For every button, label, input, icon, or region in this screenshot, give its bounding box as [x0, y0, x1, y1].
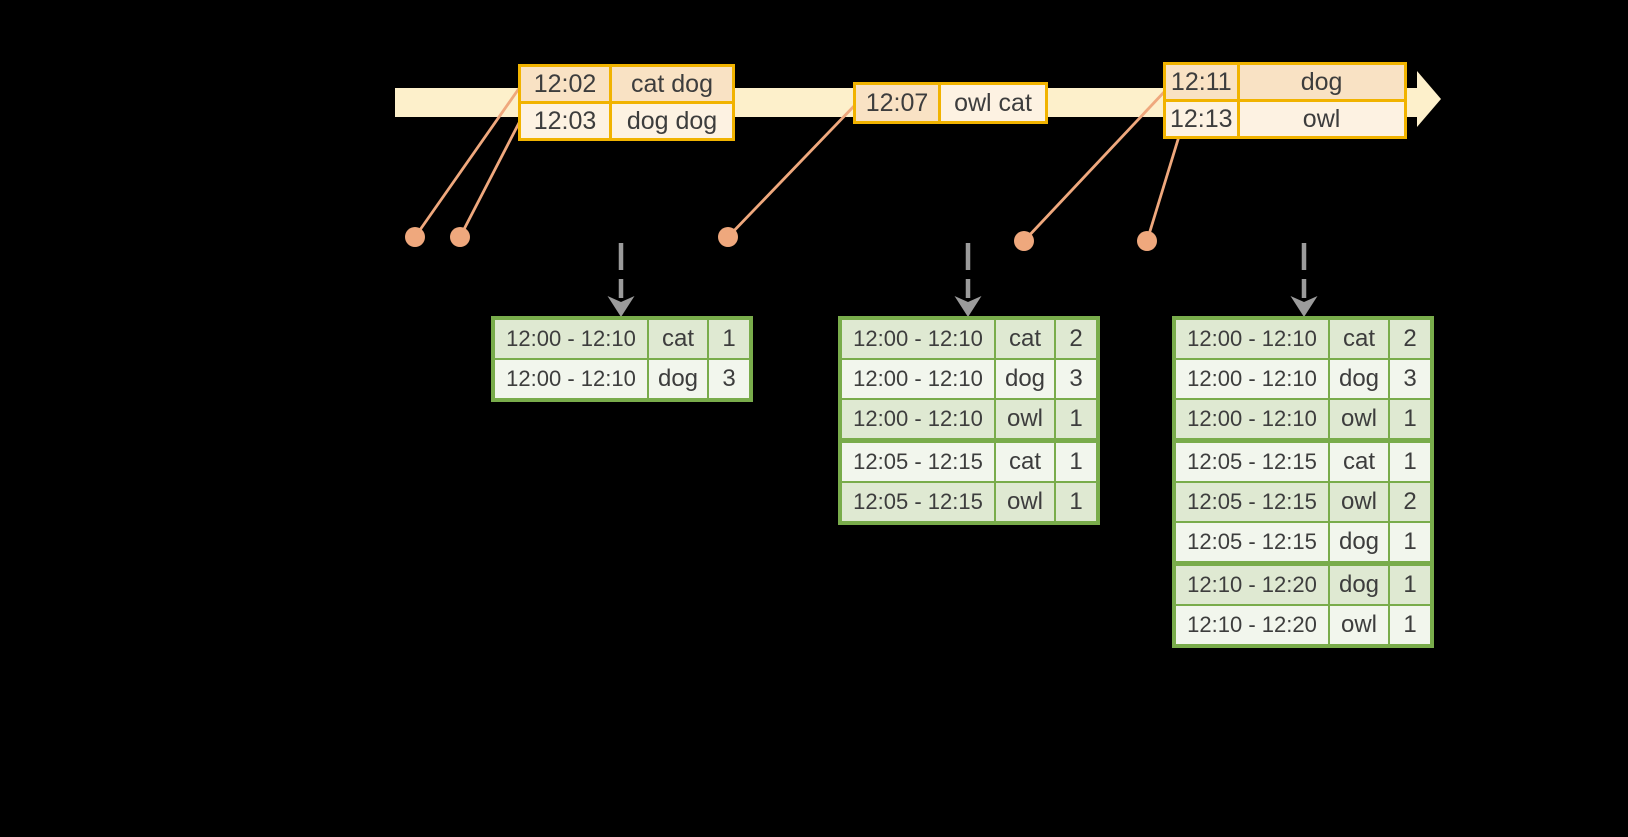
window-cell: 12:00 - 12:10 — [492, 358, 649, 401]
count-cell: 1 — [1054, 438, 1099, 483]
event-connector-line — [1145, 132, 1182, 242]
event-time-cell: 12:02 — [518, 64, 612, 104]
event-words-cell: cat dog — [609, 64, 735, 104]
count-cell: 1 — [707, 317, 752, 360]
window-cell: 12:05 - 12:15 — [1173, 438, 1330, 483]
trigger-arrow-head-icon — [954, 296, 982, 317]
event-time-dot — [1014, 231, 1034, 251]
window-cell: 12:10 - 12:20 — [1173, 561, 1330, 606]
window-cell: 12:05 - 12:15 — [1173, 481, 1330, 523]
word-cell: owl — [1328, 398, 1390, 442]
word-cell: cat — [994, 438, 1056, 483]
event-connector-line — [458, 120, 522, 238]
count-cell: 1 — [1388, 561, 1433, 606]
event-words-cell: owl cat — [938, 82, 1048, 124]
count-cell: 1 — [1388, 521, 1433, 565]
count-cell: 1 — [1054, 481, 1099, 524]
window-cell: 12:00 - 12:10 — [492, 317, 649, 360]
event-connector-line — [726, 103, 858, 238]
count-cell: 3 — [707, 358, 752, 401]
word-cell: owl — [1328, 481, 1390, 523]
word-cell: owl — [994, 398, 1056, 442]
event-time-cell: 12:11 — [1163, 62, 1240, 102]
word-cell: cat — [1328, 317, 1390, 360]
window-cell: 12:05 - 12:15 — [1173, 521, 1330, 565]
word-cell: cat — [1328, 438, 1390, 483]
event-time-dot — [1137, 231, 1157, 251]
count-cell: 1 — [1388, 438, 1433, 483]
event-words-cell: dog dog — [609, 101, 735, 141]
count-cell: 1 — [1054, 398, 1099, 442]
word-cell: owl — [1328, 604, 1390, 647]
timeline-arrowhead-icon — [1417, 71, 1441, 127]
count-cell: 2 — [1054, 317, 1099, 360]
count-cell: 2 — [1388, 317, 1433, 360]
window-cell: 12:05 - 12:15 — [839, 438, 996, 483]
event-time-cell: 12:07 — [853, 82, 941, 124]
window-cell: 12:00 - 12:10 — [1173, 398, 1330, 442]
event-time-dot — [718, 227, 738, 247]
word-cell: dog — [994, 358, 1056, 400]
trigger-arrow-head-icon — [607, 296, 635, 317]
window-cell: 12:00 - 12:10 — [1173, 358, 1330, 400]
word-cell: cat — [647, 317, 709, 360]
count-cell: 1 — [1388, 398, 1433, 442]
event-words-cell: owl — [1236, 99, 1407, 139]
window-cell: 12:00 - 12:10 — [839, 398, 996, 442]
event-connector-line — [413, 86, 522, 238]
event-time-dot — [450, 227, 470, 247]
count-cell: 3 — [1054, 358, 1099, 400]
event-connector-line — [1022, 89, 1168, 242]
word-cell: dog — [1328, 521, 1390, 565]
event-time-cell: 12:03 — [518, 101, 612, 141]
window-cell: 12:00 - 12:10 — [839, 317, 996, 360]
count-cell: 1 — [1388, 604, 1433, 647]
window-cell: 12:00 - 12:10 — [1173, 317, 1330, 360]
window-cell: 12:10 - 12:20 — [1173, 604, 1330, 647]
word-cell: cat — [994, 317, 1056, 360]
count-cell: 3 — [1388, 358, 1433, 400]
window-cell: 12:05 - 12:15 — [839, 481, 996, 524]
window-cell: 12:00 - 12:10 — [839, 358, 996, 400]
word-cell: dog — [647, 358, 709, 401]
count-cell: 2 — [1388, 481, 1433, 523]
word-cell: dog — [1328, 561, 1390, 606]
word-cell: owl — [994, 481, 1056, 524]
event-time-cell: 12:13 — [1163, 99, 1240, 139]
trigger-arrow-head-icon — [1290, 296, 1318, 317]
event-time-dot — [405, 227, 425, 247]
event-words-cell: dog — [1236, 62, 1407, 102]
word-cell: dog — [1328, 358, 1390, 400]
